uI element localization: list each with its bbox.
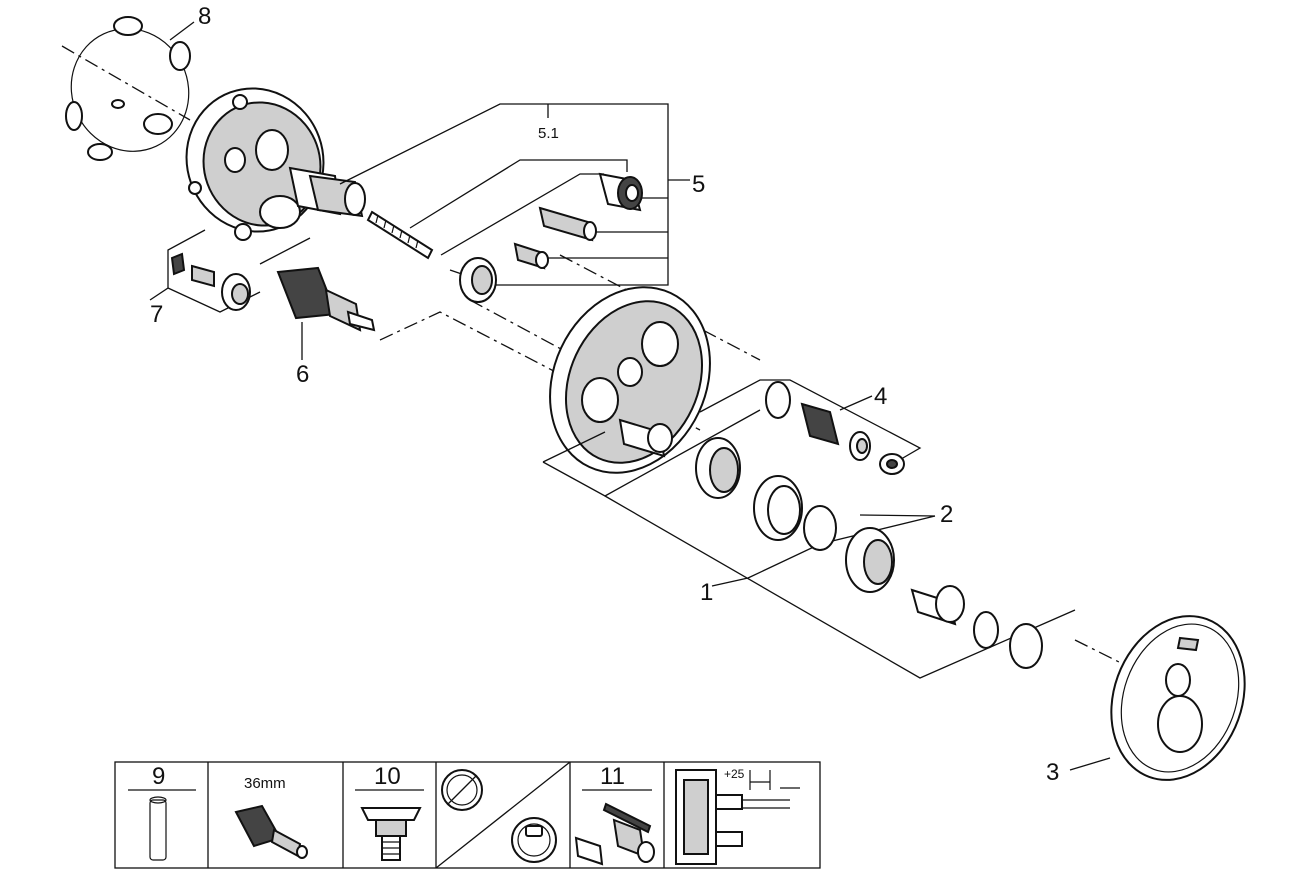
valve-cartridge-icon bbox=[360, 807, 422, 861]
callout-1: 1 bbox=[700, 579, 713, 606]
callout-8: 8 bbox=[198, 3, 211, 30]
part-1-2-group bbox=[542, 409, 1076, 679]
legend-dimension-plus25: +25 bbox=[724, 767, 745, 781]
callout-5-1: 5.1 bbox=[538, 125, 559, 142]
callout-2: 2 bbox=[940, 501, 953, 528]
part-3-cover-plate bbox=[1069, 615, 1246, 781]
legend-size-36mm: 36mm bbox=[244, 775, 286, 792]
extension-dimension-icon bbox=[675, 769, 800, 865]
mounting-plate bbox=[549, 286, 711, 474]
part-4-group bbox=[699, 379, 922, 475]
callout-3: 3 bbox=[1046, 759, 1059, 786]
part-5-bracket bbox=[339, 103, 690, 286]
callout-5: 5 bbox=[692, 171, 705, 198]
threaded-spindle bbox=[366, 210, 434, 260]
callout-7: 7 bbox=[150, 301, 163, 328]
grease-icon bbox=[511, 817, 557, 863]
legend-table: 9 36mm 10 bbox=[114, 761, 821, 869]
part-5-components bbox=[459, 172, 643, 303]
legend-number-11: 11 bbox=[600, 763, 625, 790]
part-6-cartridge bbox=[259, 237, 376, 360]
callout-6: 6 bbox=[296, 361, 309, 388]
no-grease-icon bbox=[441, 769, 483, 811]
part-8-seal-ring bbox=[65, 16, 195, 161]
valve-body bbox=[185, 87, 366, 241]
callout-4: 4 bbox=[874, 383, 887, 410]
part-7-group bbox=[149, 229, 261, 313]
extension-set-icon bbox=[574, 802, 655, 866]
cartridge-icon bbox=[234, 804, 308, 859]
legend-number-10: 10 bbox=[374, 763, 401, 790]
legend-number-9: 9 bbox=[152, 763, 165, 790]
sleeve-icon bbox=[149, 796, 167, 861]
